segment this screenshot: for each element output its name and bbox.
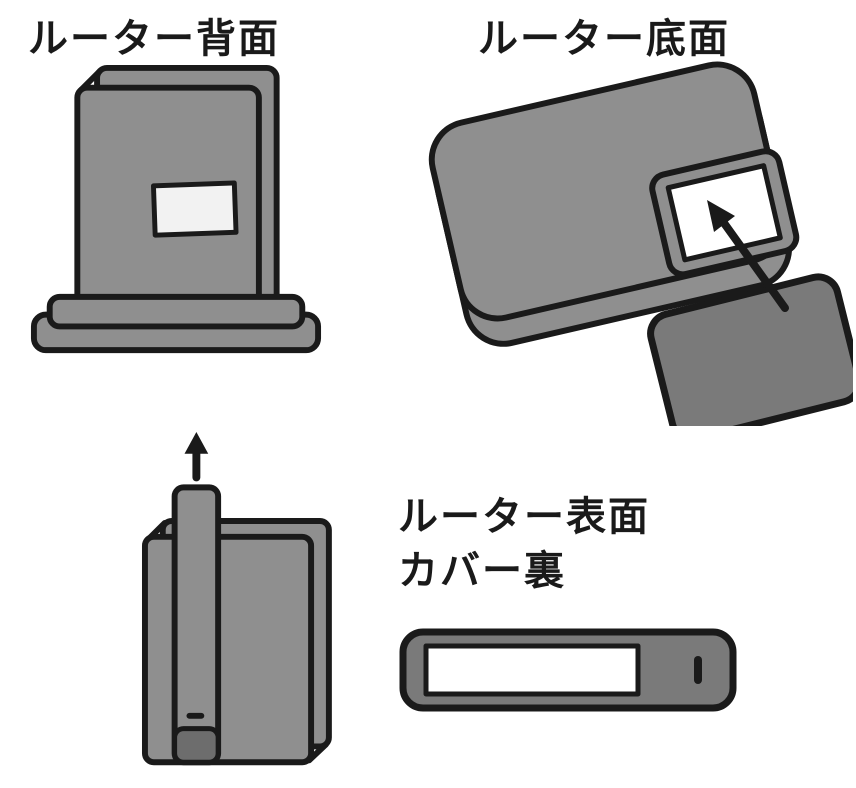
label-cover-panel [647,273,853,426]
label-router-front-line1: ルーター表面 [398,494,650,540]
router-bottom-illustration [428,61,853,426]
label-router-bottom: ルーター底面 [478,16,730,62]
panel-notch [186,712,205,719]
label-window [150,180,239,238]
label-router-back: ルーター背面 [28,16,280,62]
up-arrow-icon [184,431,209,482]
cover-label-window [423,643,641,697]
slide-out-panel-base [172,726,221,765]
label-router-front-line2: カバー裏 [398,548,566,594]
cover-slot [694,656,702,684]
stand-plate [46,293,306,330]
slide-out-panel [171,484,222,766]
router-side-front [141,533,315,766]
insert-arrow-icon [707,200,789,312]
router-back-illustration [30,64,322,354]
cover-back-illustration [399,628,737,712]
label-router-front-cover: ルーター表面 カバー裏 [398,490,650,598]
router-slideout-illustration [141,431,332,766]
